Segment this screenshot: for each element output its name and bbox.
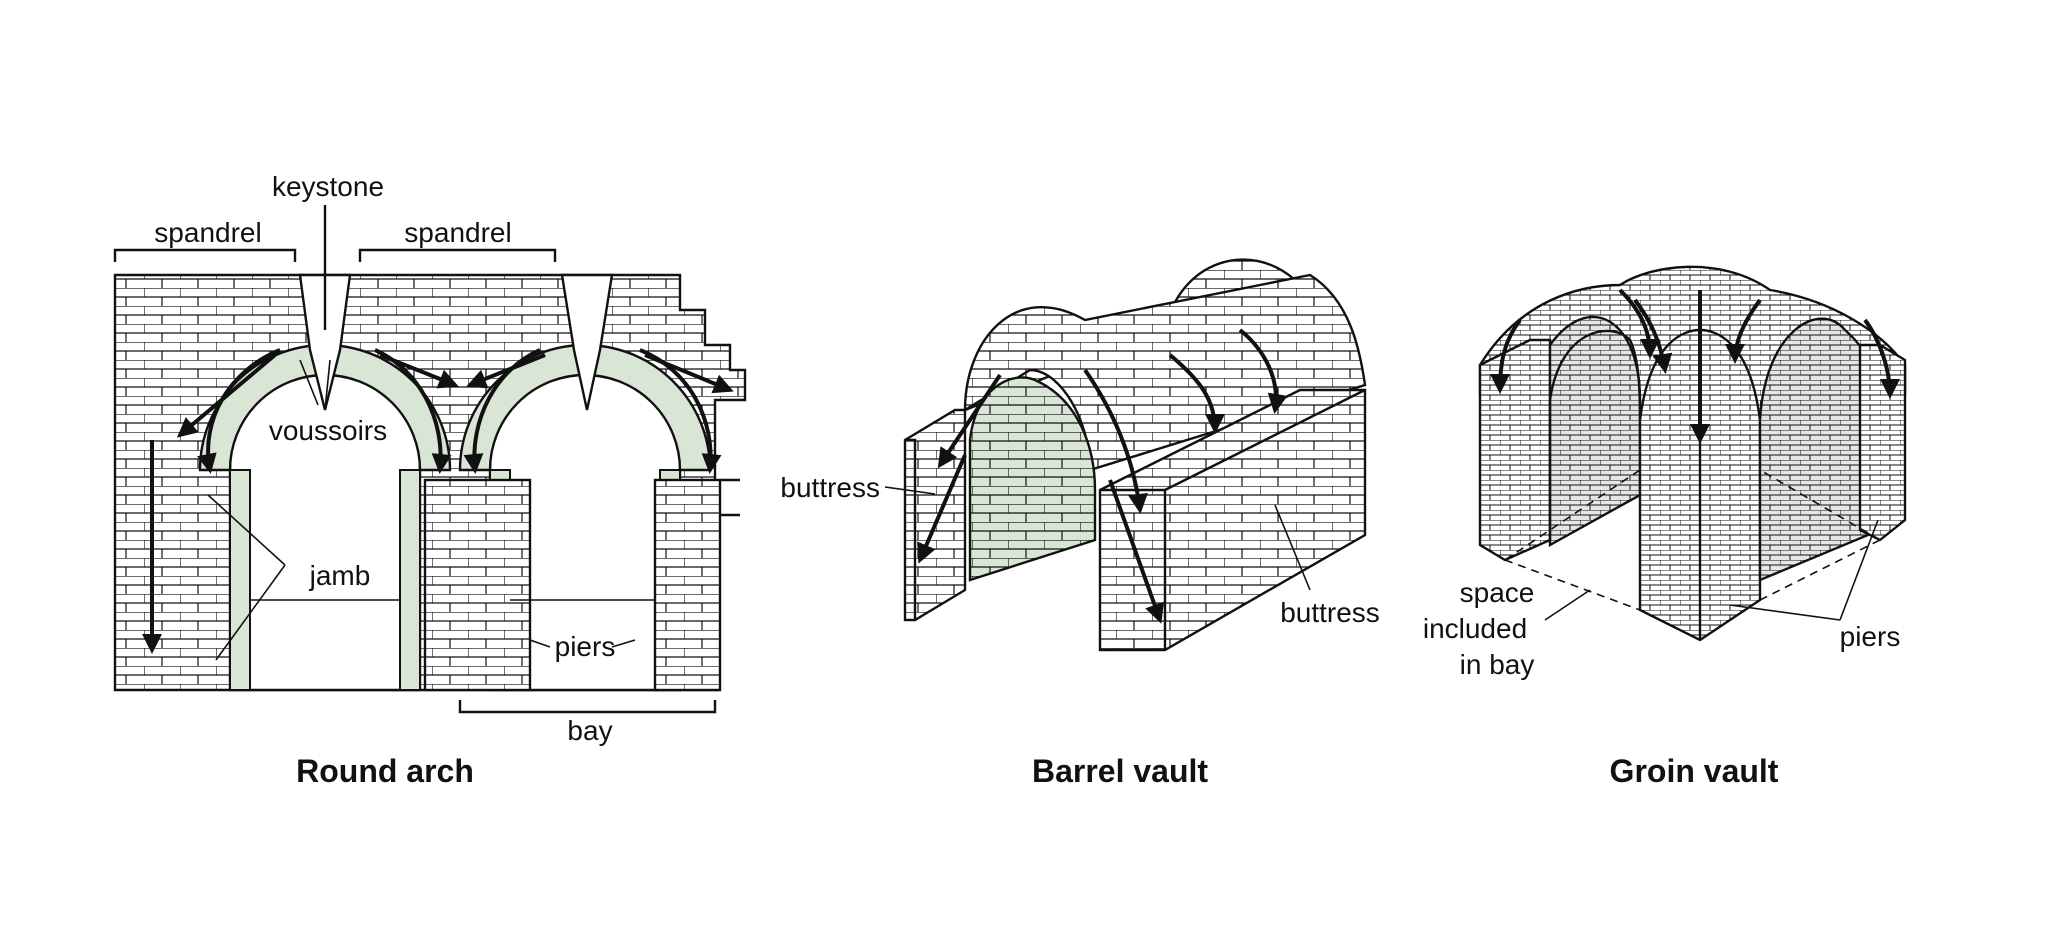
round-arch-labels: keystone spandrel spandrel voussoirs jam… (154, 171, 615, 789)
label-space-line1: space (1460, 577, 1535, 608)
label-spandrel-right: spandrel (404, 217, 511, 248)
jamb-mid-left (399, 469, 421, 691)
groin-pier-left (1478, 338, 1552, 562)
label-buttress-right: buttress (1280, 597, 1380, 628)
label-jamb: jamb (309, 560, 371, 591)
barrel-vault-drawing (884, 258, 1367, 652)
jamb-left (229, 469, 251, 691)
caption-round-arch: Round arch (296, 753, 474, 789)
label-space-line2: included (1423, 613, 1527, 644)
label-space-line3: in bay (1460, 649, 1535, 680)
label-buttress-left: buttress (780, 472, 880, 503)
groin-pier-right (1858, 343, 1907, 542)
round-arch-drawing (113, 205, 747, 714)
barrel-vault-labels: buttress buttress Barrel vault (780, 472, 1379, 789)
caption-groin-vault: Groin vault (1610, 753, 1779, 789)
groin-vault-labels: space included in bay piers Groin vault (1423, 577, 1901, 789)
groin-vault-drawing (1478, 265, 1907, 642)
label-piers-groin: piers (1840, 621, 1901, 652)
label-voussoirs: voussoirs (269, 415, 387, 446)
barrel-buttress-right (1098, 388, 1367, 652)
label-spandrel-left: spandrel (154, 217, 261, 248)
label-bay: bay (567, 715, 612, 746)
pier-right (653, 478, 722, 692)
label-piers: piers (555, 631, 616, 662)
pier-left (423, 478, 532, 692)
caption-barrel-vault: Barrel vault (1032, 753, 1208, 789)
arch-opening-left (228, 363, 422, 692)
keystone (298, 273, 352, 411)
label-keystone: keystone (272, 171, 384, 202)
